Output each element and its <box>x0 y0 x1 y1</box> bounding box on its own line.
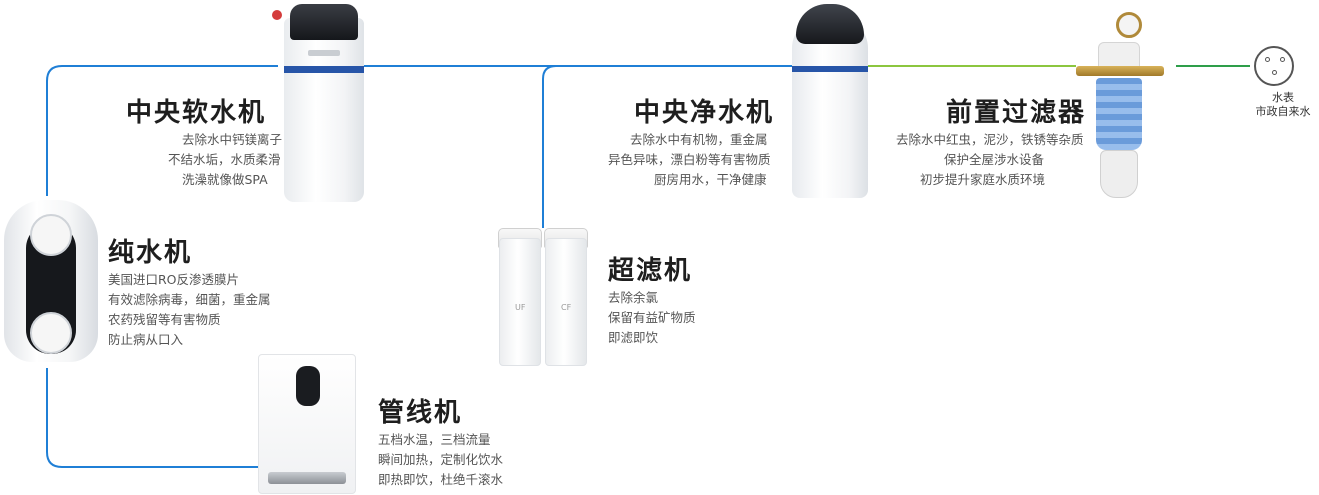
pipeline-machine-desc-line: 瞬间加热，定制化饮水 <box>378 452 504 467</box>
central-purifier-body <box>792 18 868 198</box>
pipe-ro-to-pipeline <box>46 368 262 468</box>
ro-purifier-desc-line: 农药残留等有害物质 <box>108 312 221 327</box>
pipeline-machine-description: 五档水温，三档流量 瞬间加热，定制化饮水 即热即饮，杜绝千滚水 <box>378 430 503 490</box>
central-purifier-title: 中央净水机 <box>634 98 775 128</box>
ultrafilter-cartridge-left: UF <box>499 238 541 366</box>
central-softener-body <box>284 18 364 202</box>
pipe-branch-ultrafilter <box>542 65 557 228</box>
central-softener-band <box>284 66 364 73</box>
central-purifier-desc-line: 去除水中有机物，重金属 <box>630 132 768 147</box>
pipeline-machine-screen <box>296 366 320 406</box>
central-purifier-device <box>792 4 868 200</box>
prefilter-device <box>1076 8 1176 200</box>
cartridge-tag: UF <box>515 303 526 312</box>
ultrafilter-device: UF CF <box>496 228 592 368</box>
central-softener-desc-line: 不结水垢，水质柔滑 <box>168 152 281 167</box>
pressure-gauge-icon <box>1116 12 1142 38</box>
central-softener-description: 去除水中钙镁离子 不结水垢，水质柔滑 洗澡就像做SPA <box>168 130 282 190</box>
ro-purifier-description: 美国进口RO反渗透膜片 有效滤除病毒，细菌，重金属 农药残留等有害物质 防止病从… <box>108 270 271 350</box>
central-softener-device <box>272 4 364 204</box>
prefilter-flush-valve <box>1100 150 1138 198</box>
prefilter-description: 去除水中红虫，泥沙，铁锈等杂质 保护全屋涉水设备 初步提升家庭水质环境 <box>896 130 1084 190</box>
meter-label-line2: 市政自来水 <box>1255 105 1311 118</box>
pipeline-machine-drip-tray <box>268 472 346 484</box>
central-purifier-desc-line: 厨房用水，干净健康 <box>654 172 767 187</box>
central-purifier-desc-line: 异色异味，漂白粉等有害物质 <box>608 152 771 167</box>
meter-label-line1: 水表 <box>1272 91 1294 104</box>
ro-lower-knob-icon <box>30 312 72 354</box>
pipe-softener-to-ro <box>46 65 278 196</box>
pipeline-machine-desc-line: 即热即饮，杜绝千滚水 <box>378 472 504 487</box>
water-meter-device <box>1254 46 1296 90</box>
softener-red-valve-icon <box>272 10 282 20</box>
pipeline-machine-title: 管线机 <box>378 398 463 428</box>
ultrafilter-desc-line: 即滤即饮 <box>608 330 659 345</box>
prefilter-brass-pipe <box>1076 66 1164 76</box>
prefilter-mesh-bowl <box>1096 78 1142 150</box>
central-softener-cap <box>290 4 358 40</box>
ultrafilter-desc-line: 去除余氯 <box>608 290 659 305</box>
prefilter-desc-line: 初步提升家庭水质环境 <box>920 172 1046 187</box>
ro-purifier-title: 纯水机 <box>108 238 193 268</box>
pipeline-machine-device <box>258 354 358 494</box>
prefilter-desc-line: 保护全屋涉水设备 <box>944 152 1045 167</box>
cartridge-tag: CF <box>561 303 572 312</box>
prefilter-desc-line: 去除水中红虫，泥沙，铁锈等杂质 <box>896 132 1084 147</box>
ro-purifier-desc-line: 防止病从口入 <box>108 332 184 347</box>
central-softener-desc-line: 去除水中钙镁离子 <box>182 132 283 147</box>
water-meter-icon <box>1254 46 1294 86</box>
prefilter-title: 前置过滤器 <box>946 98 1087 128</box>
central-purifier-cap <box>796 4 864 44</box>
central-softener-desc-line: 洗澡就像做SPA <box>182 172 268 187</box>
ro-purifier-device <box>4 200 98 368</box>
central-purifier-description: 去除水中有机物，重金属 异色异味，漂白粉等有害物质 厨房用水，干净健康 <box>608 130 771 190</box>
central-softener-logo <box>308 50 340 56</box>
central-purifier-band <box>792 66 868 72</box>
pipeline-machine-desc-line: 五档水温，三档流量 <box>378 432 491 447</box>
ultrafilter-desc-line: 保留有益矿物质 <box>608 310 696 325</box>
meter-label: 水表 市政自来水 <box>1252 91 1314 119</box>
ro-upper-knob-icon <box>30 214 72 256</box>
central-softener-title: 中央软水机 <box>126 98 267 128</box>
ultrafilter-description: 去除余氯 保留有益矿物质 即滤即饮 <box>608 288 696 348</box>
ultrafilter-title: 超滤机 <box>608 256 693 286</box>
ro-purifier-desc-line: 美国进口RO反渗透膜片 <box>108 272 240 287</box>
ro-purifier-desc-line: 有效滤除病毒，细菌，重金属 <box>108 292 271 307</box>
ultrafilter-cartridge-right: CF <box>545 238 587 366</box>
